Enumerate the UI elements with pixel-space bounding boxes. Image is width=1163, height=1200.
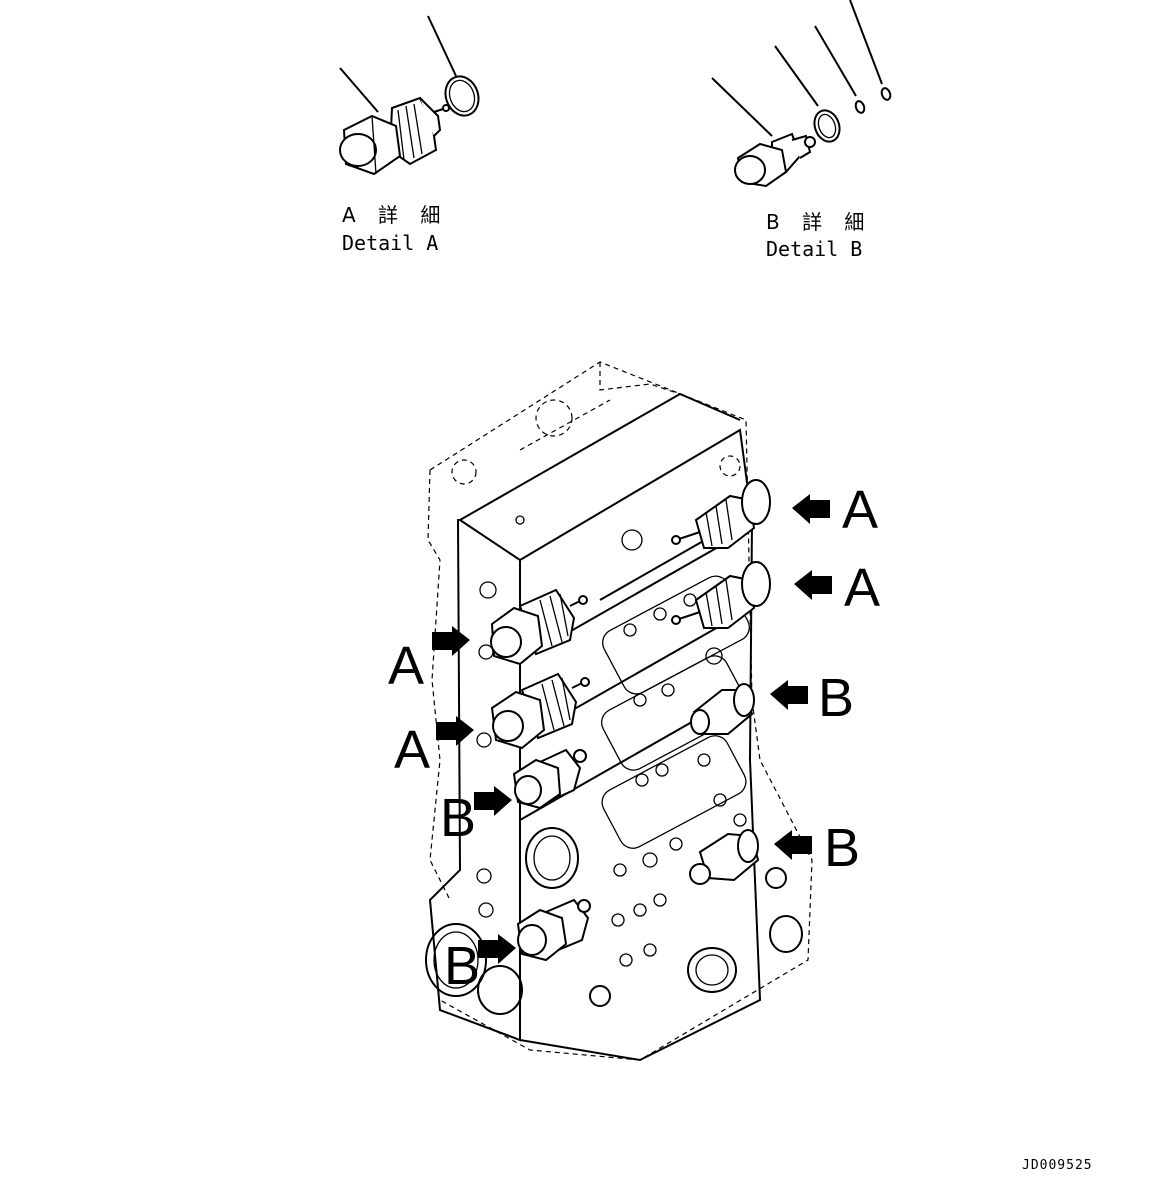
detail-a-caption-jp: A 詳 細 [342,203,448,227]
callout-left-2: A [394,720,430,780]
detail-b-caption-en: Detail B [766,237,862,261]
relief-valve-a-right-2 [671,561,771,629]
callout-right-1: A [842,480,878,540]
arrow-left-2 [436,716,474,746]
detail-a-caption-en: Detail A [342,231,438,255]
plug-b-right-1 [690,683,755,735]
callout-left-4: B [444,936,480,996]
arrow-left-4 [478,934,516,964]
plug-b-left-2 [516,898,591,962]
arrow-right-4 [774,830,812,860]
arrow-left-1 [432,626,470,656]
arrow-left-3 [474,786,512,816]
detail-b-illustration [711,0,892,188]
arrow-right-2 [794,570,832,600]
arrow-right-3 [770,680,808,710]
relief-valve-a-right-1 [671,479,771,549]
arrow-right-1 [792,494,830,524]
detail-a-illustration [339,15,480,176]
detail-b-caption-jp: B 詳 細 [766,210,872,234]
callout-left-1: A [388,636,424,696]
relief-valve-a-left-2 [490,672,590,750]
drawing-id: JD009525 [1022,1158,1093,1173]
plug-b-left-1 [512,748,587,810]
plug-b-right-2 [689,829,760,885]
callout-right-2: A [844,558,880,618]
callout-left-3: B [440,788,476,848]
relief-valve-a-left-1 [490,588,588,666]
callout-right-3: B [818,668,854,728]
callout-right-4: B [824,818,860,878]
